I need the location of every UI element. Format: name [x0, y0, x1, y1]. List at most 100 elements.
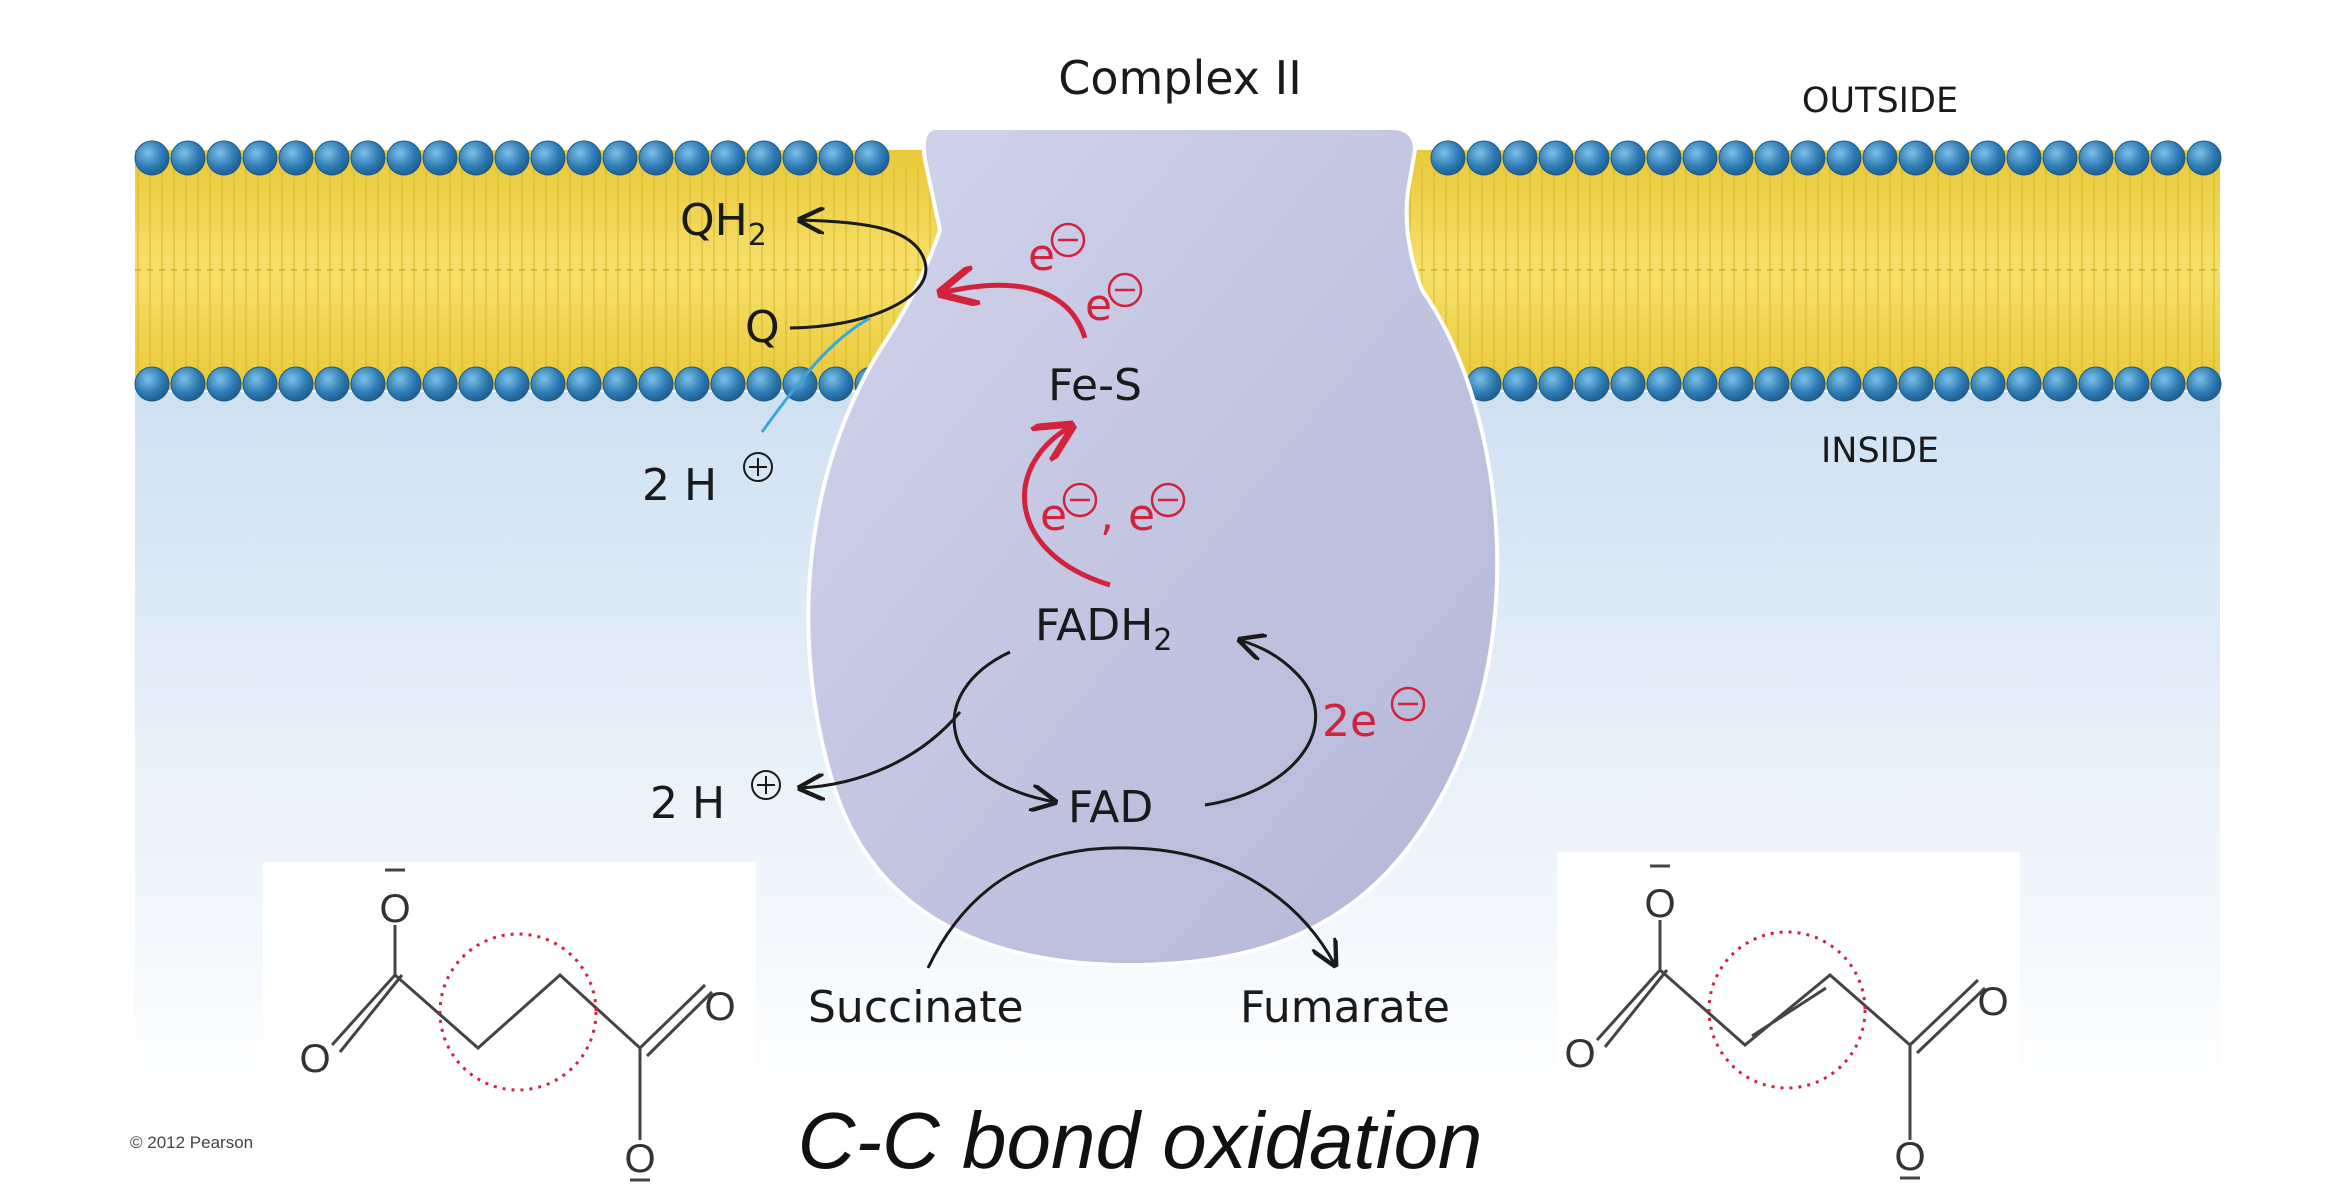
lipid-head [1610, 366, 1646, 402]
lipid-head [2186, 140, 2222, 176]
lipid-head [170, 366, 206, 402]
lipid-head [1934, 366, 1970, 402]
lipid-head [134, 140, 170, 176]
fad-to-fadh2-arrow [1204, 640, 1317, 807]
lipid-head [314, 140, 350, 176]
proton-uptake-line [760, 316, 871, 433]
lipid-head [242, 140, 278, 176]
lipid-head [638, 140, 674, 176]
electron-charge-icon-1 [1050, 222, 1086, 258]
svg-text:O: O [1644, 882, 1675, 926]
lipid-head [2150, 140, 2186, 176]
lipid-head [1538, 140, 1574, 176]
lipid-head [674, 366, 710, 402]
lipid-head [1754, 366, 1790, 402]
fumarate-cc-highlight [1707, 930, 1867, 1090]
lipid-head [602, 366, 638, 402]
lipid-head [2150, 366, 2186, 402]
fumarate-structure: O O O O [1557, 852, 2020, 1184]
complex-ii-title: Complex II [1058, 51, 1302, 105]
inside-label: INSIDE [1821, 431, 1939, 471]
lipid-head [2042, 140, 2078, 176]
lipid-head [2042, 366, 2078, 402]
fad-label: FAD [1068, 782, 1153, 833]
lipid-head [1790, 140, 1826, 176]
lipid-head [2078, 366, 2114, 402]
lipid-head [1754, 140, 1790, 176]
electron-pair-label-b: e [1128, 490, 1155, 541]
lipid-head [818, 366, 854, 402]
svg-text:O: O [1564, 1032, 1595, 1076]
two-e-label: 2e [1322, 696, 1377, 747]
svg-text:O: O [379, 887, 410, 931]
lipid-head [314, 366, 350, 402]
fes-label: Fe-S [1048, 360, 1142, 411]
succinate-to-fumarate-arrow [926, 846, 1335, 968]
lipid-head [1430, 140, 1466, 176]
succinate-cc-highlight [438, 932, 598, 1092]
succinate-structure: O O O O [263, 862, 756, 1184]
lipid-head [386, 366, 422, 402]
lipid-head [1682, 140, 1718, 176]
lipid-head [458, 366, 494, 402]
lipid-head [350, 366, 386, 402]
proton-outer-icon [743, 452, 773, 482]
lipid-head [782, 140, 818, 176]
lipid-head [530, 366, 566, 402]
proton-inner-icon [751, 770, 781, 800]
fadh2-to-fad-arrow [952, 650, 1055, 802]
lipid-head [1610, 140, 1646, 176]
qh2-label: QH2 [680, 195, 767, 253]
outside-label: OUTSIDE [1802, 81, 1958, 121]
lipid-head [2006, 366, 2042, 402]
succinate-label: Succinate [808, 982, 1024, 1033]
lipid-head [638, 366, 674, 402]
electron-charge-icon-4 [1150, 482, 1186, 518]
lipid-head [1826, 140, 1862, 176]
electron-transfer-fes-to-q-arrow [945, 285, 1088, 339]
lipid-head [2114, 366, 2150, 402]
lipid-head [1682, 366, 1718, 402]
lipid-head [1574, 366, 1610, 402]
lipid-head [494, 140, 530, 176]
lipid-head [1502, 140, 1538, 176]
svg-text:O: O [624, 1137, 655, 1181]
electron-pair-label-a: e [1040, 490, 1067, 541]
lipid-head [1862, 366, 1898, 402]
lipid-head [566, 366, 602, 402]
lipid-head [1862, 140, 1898, 176]
lipid-head [530, 140, 566, 176]
lipid-head [386, 140, 422, 176]
lipid-head [602, 140, 638, 176]
lipid-head [746, 140, 782, 176]
lipid-head [1718, 140, 1754, 176]
lipid-head [1574, 140, 1610, 176]
electron-charge-icon-5 [1390, 686, 1426, 722]
q-to-qh2-arrow [789, 220, 928, 330]
lipid-head [1790, 366, 1826, 402]
lipid-head [494, 366, 530, 402]
electron-charge-icon-3 [1062, 482, 1098, 518]
lipid-heads-inner [134, 366, 2222, 402]
lipid-head [458, 140, 494, 176]
lipid-head [2078, 140, 2114, 176]
lipid-head [206, 140, 242, 176]
lipid-head [1970, 366, 2006, 402]
lipid-head [206, 366, 242, 402]
copyright-text: © 2012 Pearson [130, 1133, 253, 1152]
lipid-head [1898, 366, 1934, 402]
lipid-head [2114, 140, 2150, 176]
lipid-head [566, 140, 602, 176]
svg-text:O: O [1894, 1135, 1925, 1179]
electron-label-2: e [1085, 280, 1112, 331]
lipid-head [1466, 140, 1502, 176]
fumarate-label: Fumarate [1240, 982, 1450, 1033]
lipid-head [278, 366, 314, 402]
lipid-head [1646, 366, 1682, 402]
electron-label-1: e [1028, 230, 1055, 281]
lipid-head [1970, 140, 2006, 176]
two-h-inner-label: 2 H [650, 778, 725, 829]
lipid-head [422, 366, 458, 402]
lipid-head [1646, 140, 1682, 176]
